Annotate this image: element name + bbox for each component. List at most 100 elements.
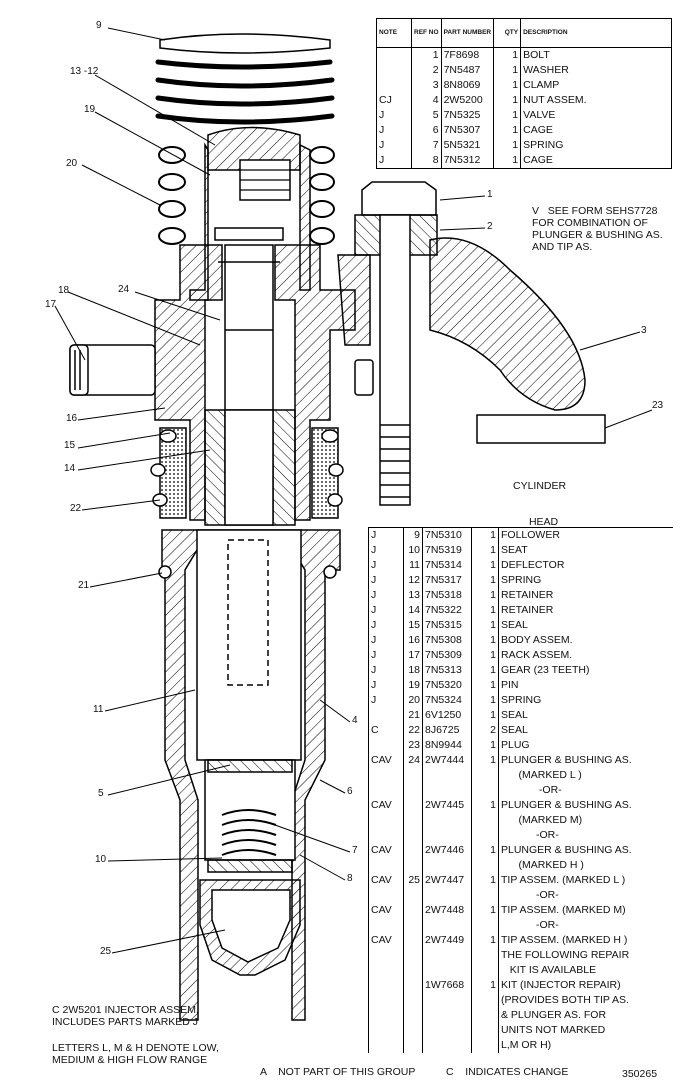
cell-note: CAV (371, 844, 392, 856)
cell-note (369, 993, 404, 1008)
cell-description: DEFLECTOR (498, 558, 673, 573)
leader-lines (54, 27, 653, 954)
cell-part-number: 2W5200 (440, 93, 494, 108)
cell-description: UNITS NOT MARKED (498, 1023, 673, 1038)
cell-ref-no: 10 (403, 543, 423, 558)
cell-note: J (371, 559, 377, 571)
cell-description: WASHER (520, 63, 672, 78)
valve-spring (221, 809, 277, 856)
cell-ref-no: 3 (411, 78, 442, 93)
cell-qty: 1 (471, 588, 499, 603)
cell-note: J (371, 634, 377, 646)
cell-qty: 1 (471, 873, 499, 888)
tip-inner (211, 889, 291, 963)
cell-description: KIT IS AVAILABLE (498, 963, 673, 978)
callout-22: 22 (70, 503, 82, 514)
cell-part-number: 7N5314 (422, 558, 472, 573)
cell-qty: 1 (493, 78, 521, 93)
cell-ref-no: 8 (411, 153, 442, 169)
cell-ref-no (403, 903, 423, 918)
header-ref-no: REF NO (411, 18, 442, 48)
injector-assembly-note: C 2W5201 INJECTOR ASSEM. INCLUDES PARTS … (52, 1004, 199, 1028)
cell-ref-no: 5 (411, 108, 442, 123)
spring-coil-sections (158, 146, 335, 245)
cell-note: J (379, 124, 385, 136)
cell-description: CLAMP (520, 78, 672, 93)
cell-qty: 2 (471, 723, 499, 738)
cell-qty: 1 (493, 63, 521, 78)
cell-ref-no: 13 (403, 588, 423, 603)
cell-part-number: 7N5307 (440, 123, 494, 138)
cell-ref-no: 15 (403, 618, 423, 633)
cell-note: J (371, 619, 377, 631)
cell-ref-no: 17 (403, 648, 423, 663)
note-v: V SEE FORM SEHS7728 FOR COMBINATION OF P… (532, 205, 663, 253)
cell-note (377, 48, 412, 64)
callout-4: 4 (352, 715, 358, 726)
cell-note (369, 858, 404, 873)
callout-24: 24 (118, 284, 130, 295)
cell-part-number: 7N5310 (422, 527, 472, 543)
cell-description: PLUNGER & BUSHING AS. (498, 753, 673, 768)
cell-part-number (422, 813, 472, 828)
cell-description: BOLT (520, 47, 672, 63)
cell-ref-no: 25 (403, 873, 423, 888)
cell-qty: 1 (471, 527, 499, 543)
cell-part-number (422, 768, 472, 783)
side-plug (354, 359, 374, 396)
cell-qty (471, 783, 499, 798)
cell-note: J (379, 139, 385, 151)
cell-ref-no (403, 768, 423, 783)
cell-ref-no: 18 (403, 663, 423, 678)
cell-description: -OR- (498, 783, 673, 798)
cell-description: PIN (498, 678, 673, 693)
cell-ref-no (403, 798, 423, 813)
cell-part-number: 7N5312 (440, 153, 494, 169)
cell-ref-no (403, 1008, 423, 1023)
cell-qty: 1 (493, 47, 521, 63)
cell-part-number (422, 858, 472, 873)
cell-note (369, 918, 404, 933)
cell-part-number: 8N9944 (422, 738, 472, 753)
cell-ref-no: 1 (411, 47, 442, 63)
cell-description: SEAT (498, 543, 673, 558)
clamp-arm (429, 237, 586, 411)
cell-note: CAV (371, 799, 392, 811)
cell-qty: 1 (471, 678, 499, 693)
cell-part-number: 7N5309 (422, 648, 472, 663)
cell-ref-no (403, 1038, 423, 1053)
cell-description: (MARKED H ) (498, 858, 673, 873)
cell-note: CJ (379, 94, 392, 106)
cell-description: SPRING (520, 138, 672, 153)
cell-part-number (422, 1038, 472, 1053)
cell-ref-no: 14 (403, 603, 423, 618)
cell-note: C (371, 724, 379, 736)
cell-ref-no: 12 (403, 573, 423, 588)
callout-7: 7 (352, 845, 358, 856)
cell-qty: 1 (471, 738, 499, 753)
cell-description: L,M OR H) (498, 1038, 673, 1053)
cell-note: J (371, 664, 377, 676)
cell-ref-no: 23 (403, 738, 423, 753)
cell-ref-no: 22 (403, 723, 423, 738)
cell-description: PLUG (498, 738, 673, 753)
cell-qty: 1 (471, 663, 499, 678)
cell-description: CAGE (520, 153, 672, 169)
cell-ref-no: 16 (403, 633, 423, 648)
cell-note (369, 708, 404, 723)
cell-description: & PLUNGER AS. FOR (498, 1008, 673, 1023)
table-row: (MARKED M) (369, 813, 673, 828)
